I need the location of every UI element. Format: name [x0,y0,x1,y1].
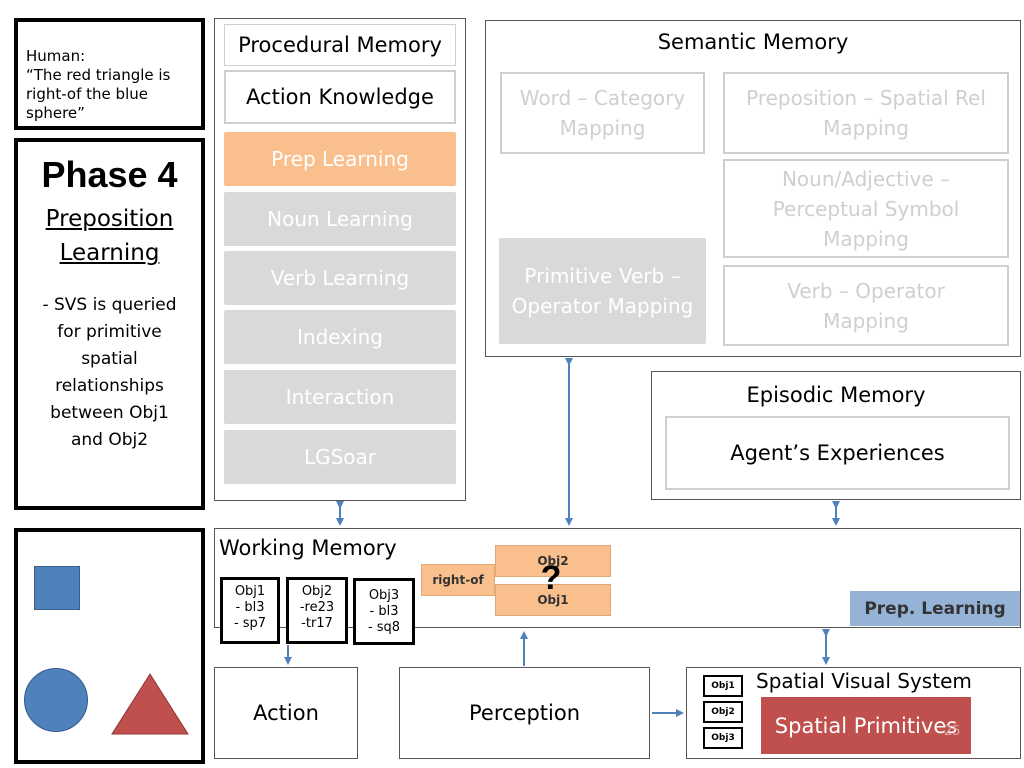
human-quote-text: Human: “The red triangle is right-of the… [26,47,171,122]
phase-subtitle: Preposition Learning [45,206,174,266]
wm-object-1-line1: - bl3 [235,600,265,615]
shapes-box [14,528,205,764]
wm-object-3-line2: - sq8 [367,620,401,635]
action-box: Action [214,667,358,759]
working-memory-title: Working Memory [219,536,397,560]
semantic-memory-title: Semantic Memory [657,30,849,54]
action-knowledge-box: Action Knowledge [224,70,456,124]
wm-object-1-name: Obj1 [234,584,266,599]
blue-circle-shape [24,668,88,732]
phase-box: Phase 4 Preposition Learning - SVS is qu… [14,138,205,510]
relation-obj-top: Obj2 [495,545,611,577]
red-triangle-shape [111,673,189,735]
svs-title: Spatial Visual System [756,669,972,693]
wm-object-3-line1: - bl3 [369,604,399,619]
wm-object-1: Obj1 - bl3 - sp7 [220,577,280,644]
wm-object-3-name: Obj3 [368,588,400,603]
verb-operator-box: Verb – Operator Mapping [723,265,1009,346]
wm-object-2: Obj2 -re23 -tr17 [286,577,348,644]
svs-object-1: Obj1 [703,675,743,697]
wm-object-2-line1: -re23 [299,600,335,615]
wm-object-2-line2: -tr17 [301,616,333,631]
procedural-memory-title: Procedural Memory [224,24,456,66]
relation-obj-bottom: Obj1 [495,584,611,616]
wm-object-2-name: Obj2 [301,584,333,599]
primitive-verb-box: Primitive Verb – Operator Mapping [499,238,706,344]
agents-experiences-box: Agent’s Experiences [665,416,1010,490]
module-indexing: Indexing [224,310,456,364]
svs-object-2: Obj2 [703,701,743,723]
blue-square-shape [34,566,80,610]
module-interaction: Interaction [224,370,456,424]
question-mark: ? [540,558,562,597]
spatial-primitives-box: Spatial Primitives [761,697,971,754]
human-quote-box: Human: “The red triangle is right-of the… [14,18,205,130]
word-category-box: Word – Category Mapping [500,72,705,154]
preposition-spatial-box: Preposition – Spatial Rel Mapping [723,72,1009,154]
noun-adjective-box: Noun/Adjective – Perceptual Symbol Mappi… [723,159,1009,258]
prep-learning-label: Prep. Learning [850,591,1020,626]
perception-box: Perception [399,667,650,759]
module-lgsoar: LGSoar [224,430,456,484]
phase-description: - SVS is queried for primitive spatial r… [42,295,177,450]
episodic-memory-title: Episodic Memory [746,383,926,407]
svs-object-3: Obj3 [703,727,743,749]
wm-object-1-line2: - sp7 [233,616,267,631]
phase-title: Phase 4 [41,154,178,195]
module-noun-learning: Noun Learning [224,192,456,246]
page-number: 25 [944,724,961,739]
module-prep-learning: Prep Learning [224,132,456,186]
module-verb-learning: Verb Learning [224,251,456,305]
wm-object-3: Obj3 - bl3 - sq8 [353,578,415,645]
relation-right-of: right-of [421,564,495,596]
